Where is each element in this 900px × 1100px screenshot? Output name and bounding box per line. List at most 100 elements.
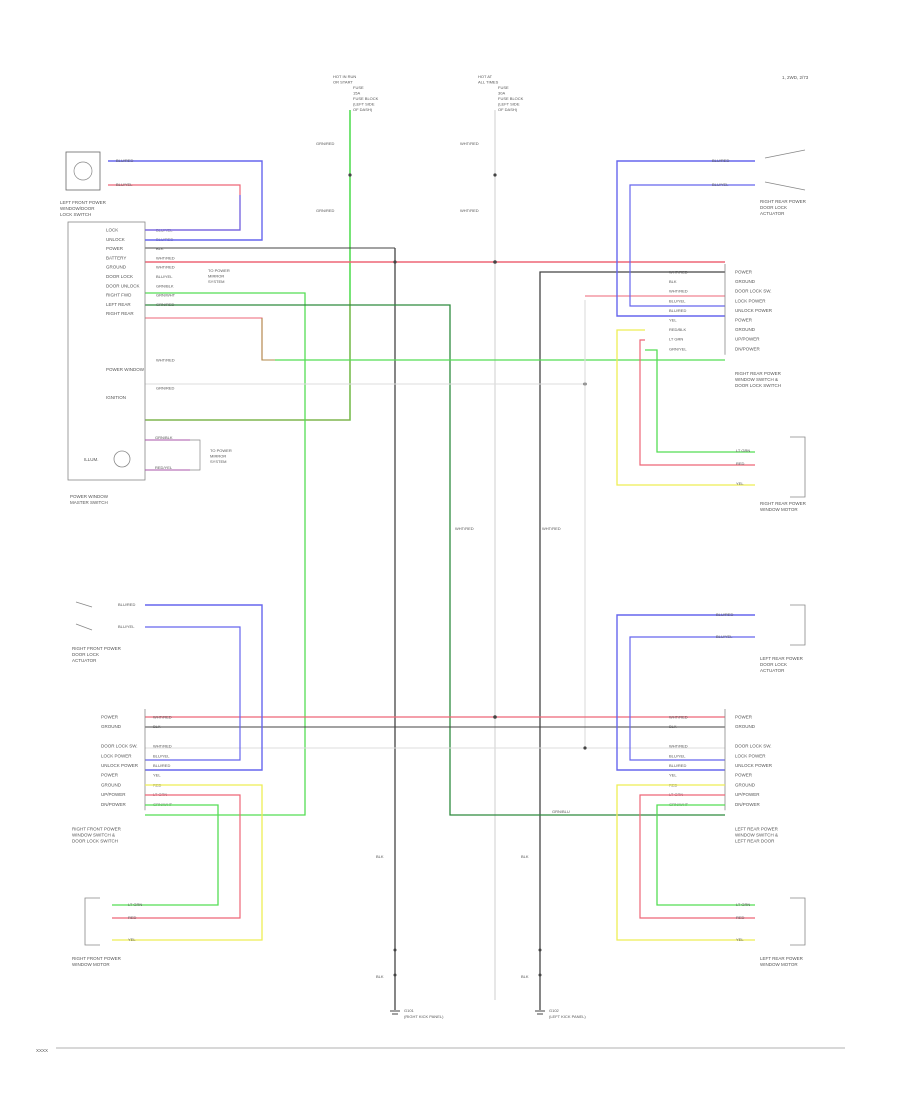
component-label: RIGHT FRONT POWER xyxy=(72,826,122,831)
pin-label: RIGHT FWD xyxy=(106,293,132,298)
pin-label: GROUND xyxy=(735,782,756,787)
illum-wire-label: RED/YEL xyxy=(155,465,173,470)
ground-g101: BLK BLK G101 (RIGHT KICK PANEL) xyxy=(376,854,444,1019)
pin-wire-label: BLK xyxy=(156,246,164,251)
pin-wire-label: WHT/RED xyxy=(156,358,175,363)
wire-label: BLU/RED xyxy=(712,158,729,163)
ground-wire-label: BLK xyxy=(521,974,529,979)
wire-label: BLU/YEL xyxy=(118,624,135,629)
wire-label: YEL xyxy=(736,481,744,486)
wire-grn-white xyxy=(145,304,725,816)
illum-wire-label: GRN/BLK xyxy=(155,435,173,440)
wire-yel xyxy=(112,784,263,941)
pin-wire-label: RED/BLK xyxy=(669,327,686,332)
pin-wire-label: YEL xyxy=(669,318,677,323)
lf-lock-switch: BLU/RED BLU/YEL LEFT FRONT POWER WINDOW/… xyxy=(60,151,263,241)
wire-red xyxy=(639,339,755,466)
pin-wire-label: GRN/WHT xyxy=(156,293,176,298)
lr-window-motor: LT GRN RED YEL LEFT REAR POWER WINDOW MO… xyxy=(616,784,806,967)
pin-label: UNLOCK POWER xyxy=(735,763,773,768)
component-label: WINDOW SWITCH & xyxy=(72,832,115,837)
wire-red xyxy=(112,794,241,919)
wire-label-wht-red-2: WHT/RED xyxy=(460,208,479,213)
pin-wire-label: WHT/RED xyxy=(153,744,172,749)
wire-label-center-left: WHT/RED xyxy=(455,526,474,531)
component-label: WINDOW MOTOR xyxy=(72,962,110,967)
pin-label: GROUND xyxy=(735,724,756,729)
ground-wire-label: BLK xyxy=(376,974,384,979)
ground-location-g102: (LEFT KICK PANEL) xyxy=(549,1014,586,1019)
pin-label: GROUND xyxy=(106,265,127,270)
pin-wire-label: YEL xyxy=(153,773,161,778)
pin-wire-label: BLK xyxy=(669,724,677,729)
wire-label-grn-red-2: GRN/RED xyxy=(316,208,335,213)
footer-id: XXXX xyxy=(36,1048,48,1053)
fuse-label-line: (LEFT SIDE xyxy=(498,102,520,107)
pin-label: POWER xyxy=(106,246,124,251)
component-label: LOCK SWITCH xyxy=(60,212,91,217)
pin-label: DOOR LOCK SW. xyxy=(101,744,138,749)
pin-wire-label: WHT/RED xyxy=(669,715,688,720)
fuse-label-line: 15A xyxy=(353,91,360,96)
pin-label: GROUND xyxy=(101,782,122,787)
wire-label-mid-green: GRN/BLU xyxy=(552,809,570,814)
wire-label: BLU/RED xyxy=(116,158,133,163)
illum-label: MIRROR xyxy=(208,274,224,279)
pin-label: POWER xyxy=(101,773,119,778)
wire-label: BLU/YEL xyxy=(116,182,133,187)
component-label: LEFT REAR DOOR xyxy=(735,838,775,843)
pin-label: UNLOCK POWER xyxy=(735,308,773,313)
bulb-label: ILLUM. xyxy=(84,457,99,462)
component-label: WINDOW MOTOR xyxy=(760,962,798,967)
component-label: RIGHT REAR POWER xyxy=(735,371,782,376)
wire-label: RED xyxy=(128,915,137,920)
mirror-label: TO POWER xyxy=(210,448,232,453)
component-label: POWER WINDOW xyxy=(70,494,109,499)
pin-wire-label: GRN/RED xyxy=(156,302,175,307)
wire-blu-red-mr xyxy=(616,614,755,771)
wire-blu-red-ml xyxy=(145,604,263,771)
component-label: ACTUATOR xyxy=(72,658,97,663)
fuse-label-line: FUSE xyxy=(498,85,509,90)
pin-wire-label: LT GRN xyxy=(669,337,683,342)
wire-label: YEL xyxy=(128,937,136,942)
pin-wire-label: GRN/YEL xyxy=(669,346,687,351)
pin-label: DOOR LOCK SW. xyxy=(735,289,772,294)
wire-label: BLU/RED xyxy=(118,602,135,607)
wire-blu-yel-ml xyxy=(145,626,241,761)
ground-location-g101: (RIGHT KICK PANEL) xyxy=(404,1014,444,1019)
pin-label: GROUND xyxy=(101,724,122,729)
wire-lt-grn xyxy=(645,349,755,453)
wire-grn-blk xyxy=(145,292,306,816)
pin-wire-label: BLU/RED xyxy=(669,308,686,313)
wire-lt-grn xyxy=(656,804,755,906)
pin-label: BATTERY xyxy=(106,255,126,260)
component-label: RIGHT REAR POWER xyxy=(760,501,807,506)
wire-label: RED xyxy=(736,915,745,920)
rr-window-motor: LT GRN RED YEL RIGHT REAR POWER WINDOW M… xyxy=(616,329,807,512)
splice-dot xyxy=(348,173,352,177)
fuse-label-line: OF DASH) xyxy=(498,107,518,112)
fuse-label-line: FUSE BLOCK xyxy=(353,96,379,101)
wire-blu-red-tr xyxy=(616,160,755,317)
illumination-bulb-icon xyxy=(113,450,131,468)
wire-label: RED xyxy=(736,461,745,466)
wire-blu-yel-tl xyxy=(108,184,241,231)
wire-label: YEL xyxy=(736,937,744,942)
pin-label: POWER xyxy=(735,270,753,275)
pin-label: UNLOCK POWER xyxy=(101,763,139,768)
ground-label-g101: G101 xyxy=(404,1008,415,1013)
fuse-label-line: FUSE BLOCK xyxy=(498,96,524,101)
splice-dot xyxy=(493,260,497,264)
wire-label: BLU/YEL xyxy=(712,182,729,187)
pin-label: DN/POWER xyxy=(735,802,761,807)
pin-wire-label: GRN/WHT xyxy=(669,802,689,807)
illum-wires-bracket xyxy=(145,439,201,471)
wire-red xyxy=(639,794,755,919)
pin-label: LOCK POWER xyxy=(735,753,766,758)
ground-label-g102: G102 xyxy=(549,1008,560,1013)
pin-wire-label: WHT/RED xyxy=(669,270,688,275)
